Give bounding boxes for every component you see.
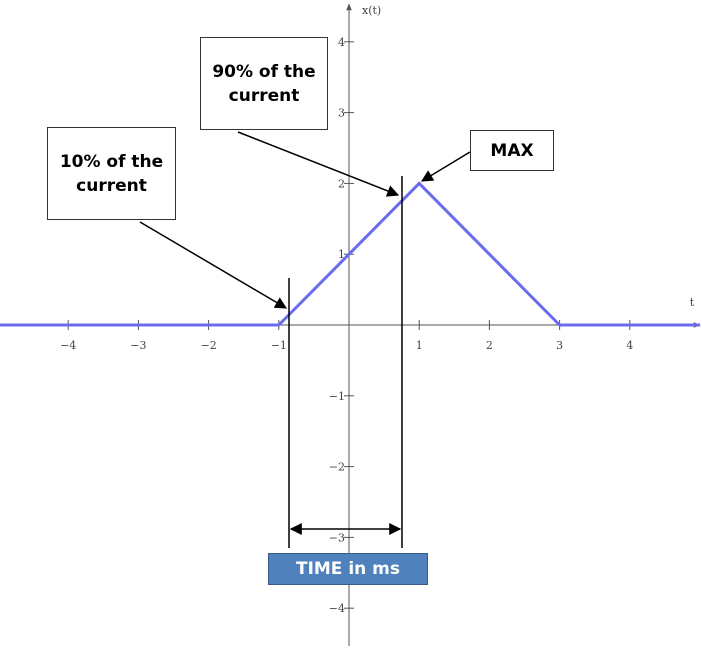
- y-tick-label: 4: [338, 36, 345, 49]
- y-tick-label: −1: [329, 390, 345, 403]
- pointer-max: [420, 151, 471, 182]
- y-tick-label: 2: [338, 177, 345, 190]
- callout-max: MAX: [470, 130, 554, 171]
- callout-max-text: MAX: [490, 140, 534, 161]
- y-tick-label: 3: [338, 107, 345, 120]
- x-tick-label: −1: [271, 339, 287, 352]
- x-tick-label: −4: [60, 339, 76, 352]
- callout-90-text: 90% of the current: [212, 61, 316, 106]
- y-tick-label: 1: [338, 248, 345, 261]
- x-tick-label: 3: [556, 339, 563, 352]
- x-tick-label: −3: [130, 339, 146, 352]
- x-tick-label: −2: [200, 339, 216, 352]
- y-tick-label: −4: [329, 602, 345, 615]
- callout-10-text: 10% of the current: [59, 151, 164, 196]
- x-axis-label: t: [690, 296, 695, 309]
- x-tick-label: 4: [626, 339, 633, 352]
- callout-10-percent: 10% of the current: [47, 127, 176, 220]
- pointer-10-percent: [139, 221, 288, 309]
- pointer-90-percent: [237, 131, 400, 197]
- time-in-ms-label: TIME in ms: [268, 553, 428, 585]
- y-tick-label: −3: [329, 531, 345, 544]
- time-label-text: TIME in ms: [295, 559, 401, 579]
- x-tick-label: 2: [486, 339, 493, 352]
- y-axis-label: x(t): [362, 4, 381, 17]
- annotation-group: [139, 131, 471, 548]
- series-group: [0, 181, 700, 327]
- y-tick-label: −2: [329, 461, 345, 474]
- callout-90-percent: 90% of the current: [200, 37, 328, 130]
- series-line: [0, 181, 700, 327]
- x-tick-label: 1: [416, 339, 423, 352]
